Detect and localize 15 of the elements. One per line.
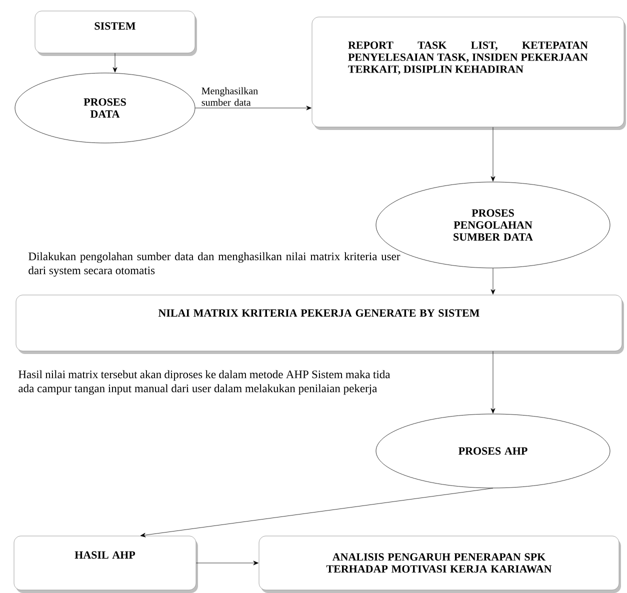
edge-label: Menghasilkan sumber data (202, 87, 258, 106)
arrow (196, 560, 258, 566)
arrow (490, 351, 496, 414)
process-box: NILAI MATRIX KRITERIA PEKERJA GENERATE BY SISTEM (16, 294, 624, 354)
process-box: ANALISIS PENGARUH PENERAPAN SPK TERHADAP MOTIVASI KERJA KARIAWAN (258, 536, 621, 593)
process-box: REPORT TASK LIST, KETEPATAN PENYELESAIAN TASK, INSIDEN PEKERJAAN TERKAIT, DISIPLIN KEHADIRAN (312, 16, 626, 130)
process-box: HASIL AHP (14, 536, 198, 593)
process-box: SISTEM (34, 10, 197, 56)
note-text: Dilakukan pengolahan sumber data dan menghasilkan nilai matrix kriteria user dari system secara otomatis (28, 252, 400, 277)
arrow (490, 127, 496, 182)
arrow (490, 268, 496, 294)
arrow (195, 106, 312, 110)
arrow (112, 53, 118, 72)
note-text: Hasil nilai matrix tersebut akan diproses ke dalam metode AHP Sistem maka tida ada campur tangan input manual dari user dalam melakukan penilaian pekerja (18, 370, 390, 395)
arrow (140, 488, 494, 538)
